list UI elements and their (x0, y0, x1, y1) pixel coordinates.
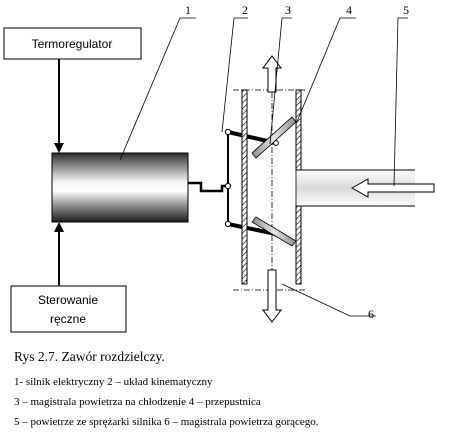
callout-leaders (119, 17, 408, 317)
cooling-air-arrow (262, 55, 282, 93)
termoregulator-signal-arrow (54, 59, 64, 153)
callout-1: 1 (185, 3, 191, 17)
manual-signal-arrow (54, 222, 64, 286)
legend-line-3: 5 – powietrze ze sprężarki silnika 6 – m… (14, 416, 319, 428)
callout-3: 3 (285, 3, 291, 17)
housing-left-wall (241, 89, 248, 285)
termoregulator-box: Termoregulator (3, 27, 142, 60)
housing-right-wall-lower (295, 205, 302, 285)
callout-4: 4 (346, 3, 352, 17)
motor-shaft (188, 181, 228, 193)
callout-2: 2 (242, 3, 248, 17)
termoregulator-label: Termoregulator (32, 37, 113, 51)
housing-right-wall-upper (295, 89, 302, 171)
throttle-flap-upper (251, 116, 297, 159)
callout-5: 5 (403, 3, 409, 17)
inlet-air-arrow (350, 178, 435, 198)
legend-line-2: 3 – magistrala powietrza na chłodzenie 4… (14, 396, 261, 408)
manual-control-label-line2: ręczne (50, 312, 86, 326)
manual-control-label-line1: Sterowanie (38, 293, 98, 307)
callout-6: 6 (368, 307, 374, 321)
figure-caption-title: Rys 2.7. Zawór rozdzielczy. (14, 349, 165, 364)
manual-control-box: Sterowanie ręczne (10, 285, 127, 333)
hot-air-arrow (262, 269, 282, 323)
electric-motor (51, 152, 189, 223)
throttle-flap-lower (251, 216, 297, 247)
legend-line-1: 1- silnik elektryczny 2 – układ kinematy… (14, 376, 213, 388)
